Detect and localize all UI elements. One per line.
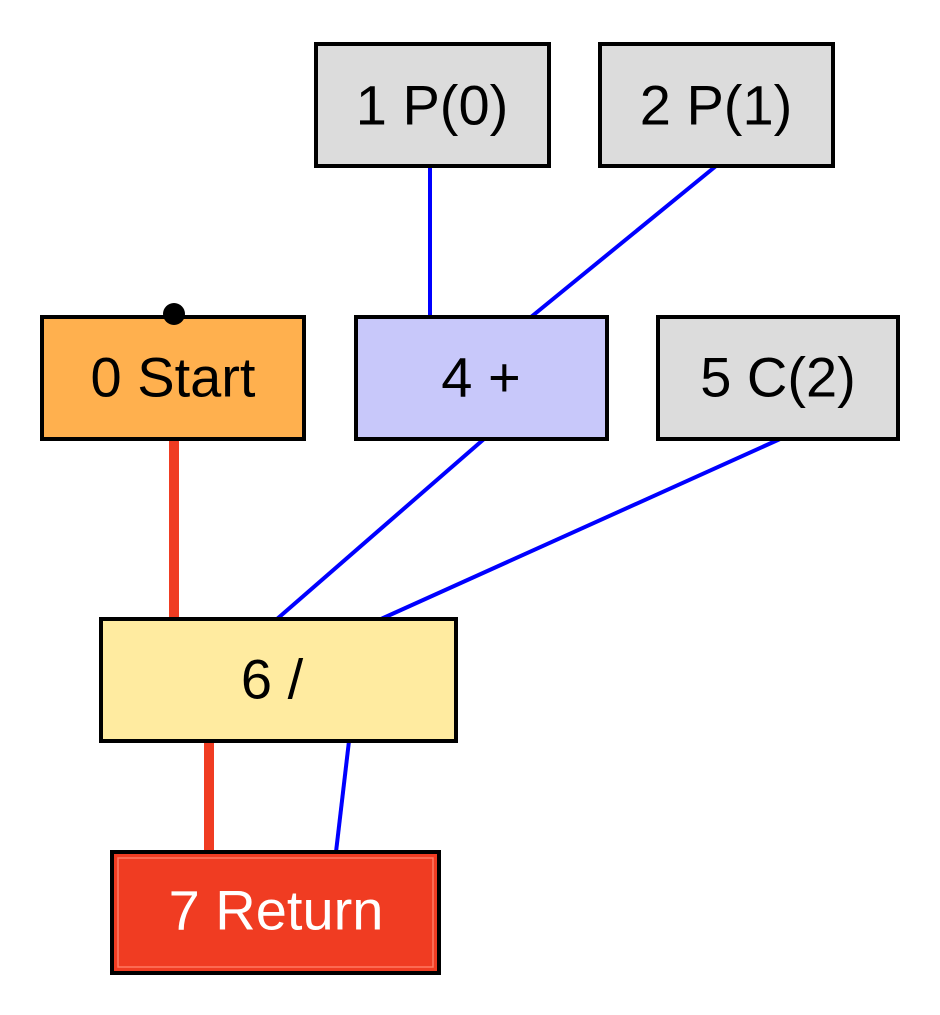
node-4-add: 4 +	[354, 315, 609, 441]
edge-n2-n4	[529, 164, 718, 319]
node-0-label: 0 Start	[91, 346, 256, 409]
start-dot-icon	[163, 303, 185, 325]
node-7-inner-border	[117, 857, 434, 968]
node-2-box	[598, 42, 835, 168]
node-1-label: 1 P(0)	[356, 74, 509, 137]
node-5-c2: 5 C(2)	[656, 315, 900, 441]
node-6-label: 6 /	[241, 648, 304, 711]
node-0-box	[40, 315, 306, 441]
edge-n5-n6	[380, 437, 781, 621]
node-6-divide: 6 /	[99, 617, 458, 743]
node-7-box	[110, 850, 441, 975]
edge-n4-n6	[275, 437, 486, 621]
edge-n6-n7-value	[334, 740, 351, 853]
node-7-return: 7 Return	[110, 850, 441, 975]
node-4-label: 4 +	[441, 346, 520, 409]
node-7-label: 7 Return	[169, 879, 384, 942]
node-2-label: 2 P(1)	[640, 74, 793, 137]
node-5-box	[656, 315, 900, 441]
node-0-start: 0 Start	[40, 303, 306, 441]
node-5-label: 5 C(2)	[700, 346, 856, 409]
node-6-box	[99, 617, 458, 743]
edges	[169, 164, 781, 853]
node-1-box	[314, 42, 551, 168]
node-2-p1: 2 P(1)	[598, 42, 835, 168]
node-1-p0: 1 P(0)	[314, 42, 551, 168]
node-4-box	[354, 315, 609, 441]
